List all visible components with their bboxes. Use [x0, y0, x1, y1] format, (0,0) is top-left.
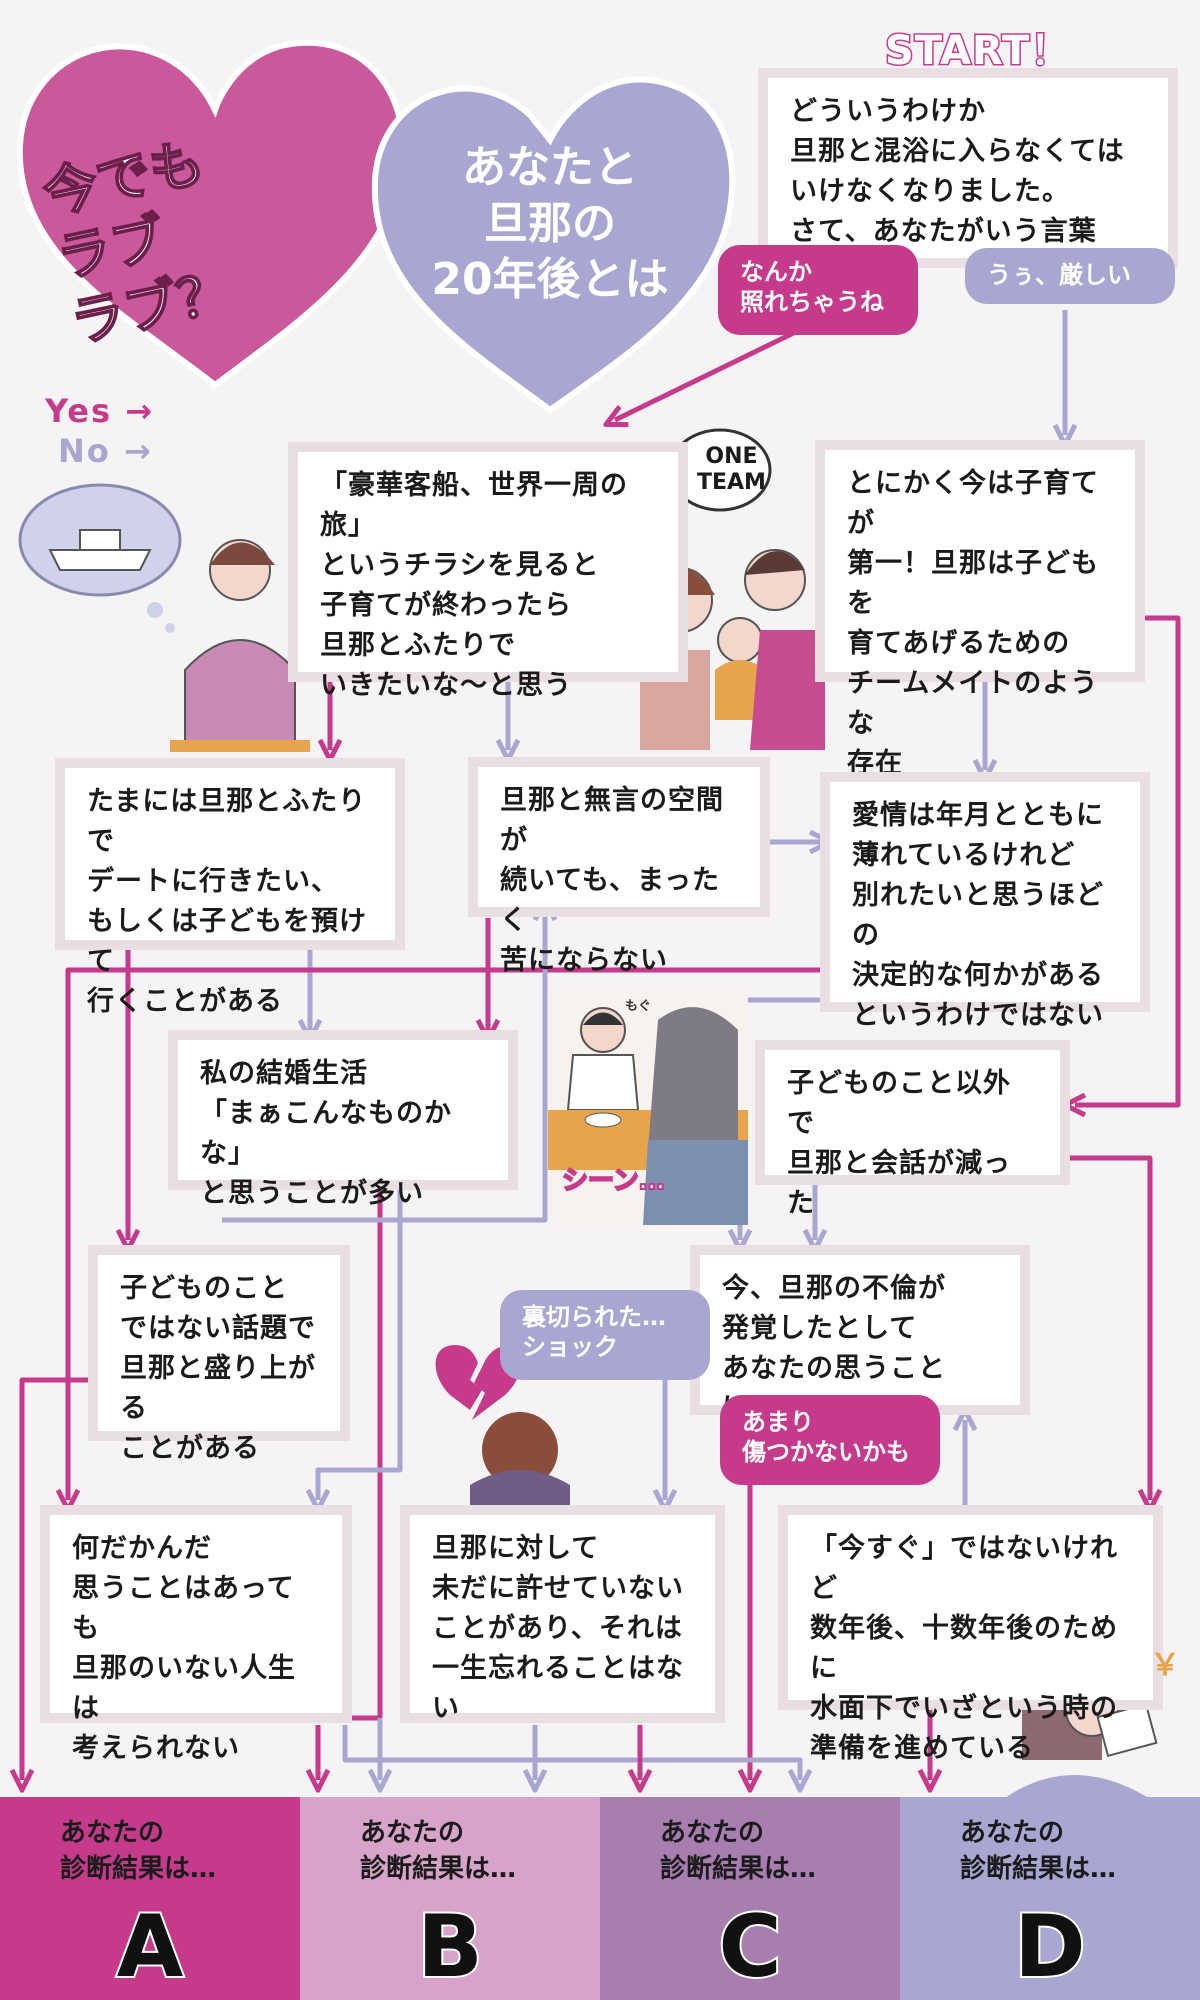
result-d-letter: D: [1012, 1895, 1087, 1999]
result-d-label: あなたの 診断結果は…: [960, 1818, 1117, 1884]
mogu-sfx: もぐ: [625, 999, 652, 1014]
question-start: どういうわけか 旦那と混浴に入らなくては いけなくなりました。 さて、あなたがい…: [758, 68, 1178, 287]
question-conversation: 子どものこと以外で 旦那と会話が減った: [755, 1040, 1070, 1219]
start-label: START！: [883, 27, 1072, 76]
question-affection: 愛情は年月とともに 薄れているけれど 別れたいと思うほどの 決定的な何かがある …: [820, 772, 1150, 1031]
question-cruise: 「豪華客船、世界一周の旅」 というチラシを見ると 子育てが終わったら 旦那とふた…: [288, 442, 688, 701]
question-silence: 旦那と無言の空間が 続いても、まったく 苦にならない: [468, 757, 770, 976]
result-b: あなたの 診断結果は… B: [300, 1797, 600, 2000]
answer-not-hurt[interactable]: あまり 傷つかないかも: [720, 1395, 940, 1485]
result-c-label: あなたの 診断結果は…: [660, 1818, 817, 1884]
result-c: あなたの 診断結果は… C: [600, 1797, 900, 2000]
legend-yes: Yes →: [45, 392, 154, 430]
question-affair: 今、旦那の不倫が 発覚したとして あなたの思うことは？: [690, 1245, 1030, 1424]
result-a-label: あなたの 診断結果は…: [60, 1818, 217, 1884]
question-marriage: 私の結婚生活 「まぁこんなものかな」 と思うことが多い: [168, 1030, 518, 1209]
question-team: とにかく今は子育てが 第一！旦那は子どもを 育てあげるための チームメイトのよう…: [815, 440, 1145, 779]
heart-right-icon: [371, 76, 736, 414]
question-topic: 子どものこと ではない話題で 旦那と盛り上がる ことがある: [88, 1245, 350, 1464]
answer-tough[interactable]: うぅ、厳しい: [965, 248, 1175, 304]
answer-betrayed[interactable]: 裏切られた… ショック: [500, 1290, 710, 1380]
one-team-bubble-text: ONE TEAM: [697, 444, 766, 495]
dinner-silence-illustration: [548, 990, 748, 1225]
result-d: あなたの 診断結果は… D: [900, 1797, 1200, 2000]
cruise-dream-illustration: [18, 483, 310, 752]
heart-right-title: あなたと 旦那の 20年後とは: [431, 142, 669, 305]
answer-shy[interactable]: なんか 照れちゃうね: [718, 245, 918, 335]
legend-no: No →: [58, 432, 153, 470]
result-b-letter: B: [415, 1895, 485, 1999]
result-b-label: あなたの 診断結果は…: [360, 1818, 517, 1884]
question-forgive: 旦那に対して 未だに許せていない ことがあり、それは 一生忘れることはない: [400, 1505, 725, 1724]
question-life: 何だかんだ 思うことはあっても 旦那のいない人生は 考えられない: [40, 1505, 352, 1764]
result-a-letter: A: [115, 1895, 186, 1999]
question-date: たまには旦那とふたりで デートに行きたい、 もしくは子どもを預けて 行くことがあ…: [55, 758, 405, 1017]
question-prepare: 「今すぐ」ではないけれど 数年後、十数年後のために 水面下でいざという時の 準備…: [778, 1505, 1163, 1764]
yen-icon: ￥: [1150, 1648, 1180, 1683]
result-a: あなたの 診断結果は… A: [0, 1797, 300, 2000]
silence-sfx: シーン…: [561, 1165, 666, 1197]
result-c-letter: C: [716, 1895, 783, 1999]
